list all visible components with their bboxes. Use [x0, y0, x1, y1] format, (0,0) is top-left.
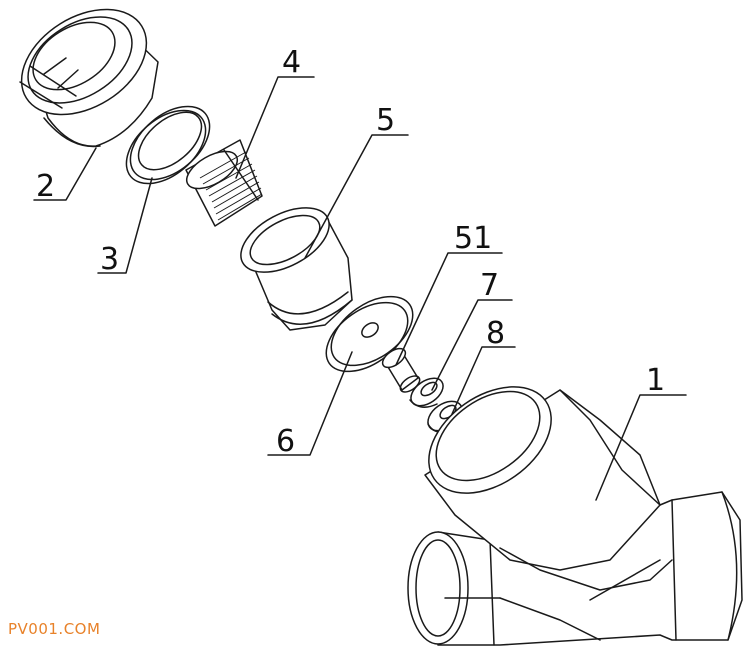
leader-2 [33, 147, 97, 201]
label-51: 51 [454, 221, 492, 256]
label-2: 2 [36, 169, 55, 204]
label-7: 7 [480, 268, 499, 303]
leader-7 [431, 299, 513, 391]
part-1-y-body [407, 386, 743, 646]
part-2-cap [19, 8, 159, 148]
label-5: 5 [376, 103, 395, 138]
leader-4 [235, 76, 315, 179]
part-3-gasket [125, 105, 211, 185]
leader-8 [451, 346, 516, 415]
leader-lines [33, 76, 687, 501]
leader-5 [304, 134, 409, 259]
part-5-bushing [240, 207, 353, 331]
leader-51 [395, 252, 503, 366]
label-8: 8 [486, 316, 505, 351]
part-labels: 2 3 4 5 51 6 7 8 1 [36, 45, 665, 459]
leader-6 [267, 351, 353, 456]
part-51-cylinder [381, 347, 421, 393]
watermark-text: PV001.COM [8, 620, 101, 638]
label-3: 3 [100, 242, 119, 277]
label-1: 1 [646, 363, 665, 398]
leader-1 [595, 394, 687, 501]
leader-3 [97, 177, 153, 274]
label-6: 6 [276, 424, 295, 459]
label-4: 4 [282, 45, 301, 80]
part-6-disc [325, 295, 414, 373]
